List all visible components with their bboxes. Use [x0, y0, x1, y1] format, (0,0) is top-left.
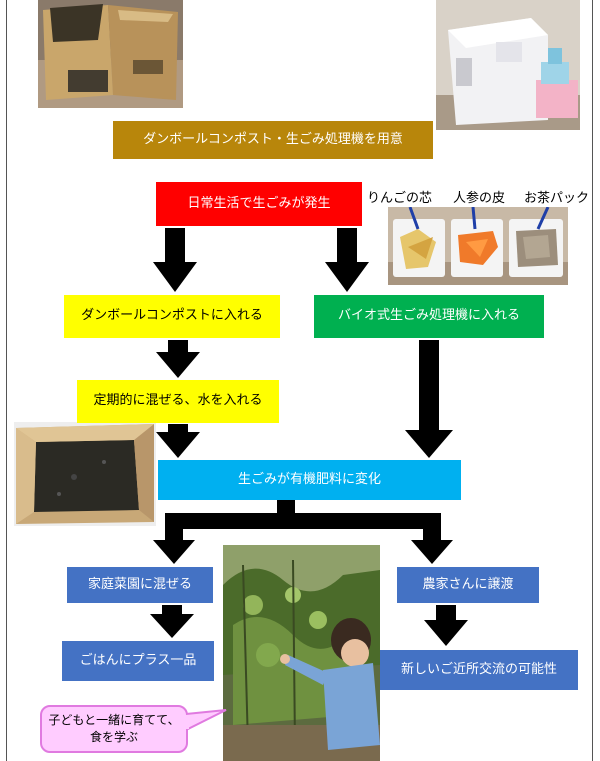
frame-right-line [592, 0, 593, 761]
carrot-peel-label: 人参の皮 [453, 191, 506, 206]
frame-left-line [6, 0, 7, 761]
arrow-mix-to-fertilizer [156, 424, 200, 458]
bio-processor-node: バイオ式生ごみ処理機に入れる [314, 295, 544, 338]
arrow-to-farmer [411, 513, 453, 564]
arrow-split-bar [165, 513, 441, 529]
child-garden-photo [223, 545, 380, 761]
processor-machine-photo [436, 0, 580, 130]
fertilizer-node: 生ごみが有機肥料に変化 [158, 460, 461, 500]
arrow-daily-to-bio [325, 228, 369, 292]
tea-bag-label: お茶パック [524, 191, 590, 206]
arrow-bio-to-fertilizer [405, 340, 453, 458]
daily-waste-node: 日常生活で生ごみが発生 [156, 182, 362, 226]
farmer-node: 農家さんに譲渡 [397, 567, 539, 603]
cardboard-compost-node: ダンボールコンポストに入れる [64, 295, 280, 338]
food-scraps-photo [388, 207, 568, 285]
speech-bubble: 子どもと一緒に育てて、 食を学ぶ [40, 705, 188, 753]
arrow-garden-to-meal [150, 605, 194, 638]
mix-water-node: 定期的に混ぜる、水を入れる [77, 380, 279, 423]
compost-box-photo [14, 422, 156, 526]
arrow-cardboard-to-mix [156, 340, 200, 378]
cardboard-boxes-photo [38, 0, 183, 108]
bubble-line-2: 食を学ぶ [89, 730, 138, 745]
apple-core-label: りんごの芯 [367, 191, 433, 206]
home-garden-node: 家庭菜園に混ぜる [67, 567, 213, 603]
bubble-line-1: 子どもと一緒に育てて、 [48, 713, 180, 727]
community-node: 新しいご近所交流の可能性 [380, 650, 578, 690]
meal-node: ごはんにプラス一品 [62, 641, 214, 681]
speech-bubble-tail [186, 709, 227, 732]
arrow-to-garden [153, 513, 195, 564]
arrow-farmer-to-community [424, 605, 468, 646]
arrow-split-stem [277, 500, 295, 516]
arrow-daily-to-cardboard [153, 228, 197, 292]
prepare-node: ダンボールコンポスト・生ごみ処理機を用意 [113, 121, 433, 159]
